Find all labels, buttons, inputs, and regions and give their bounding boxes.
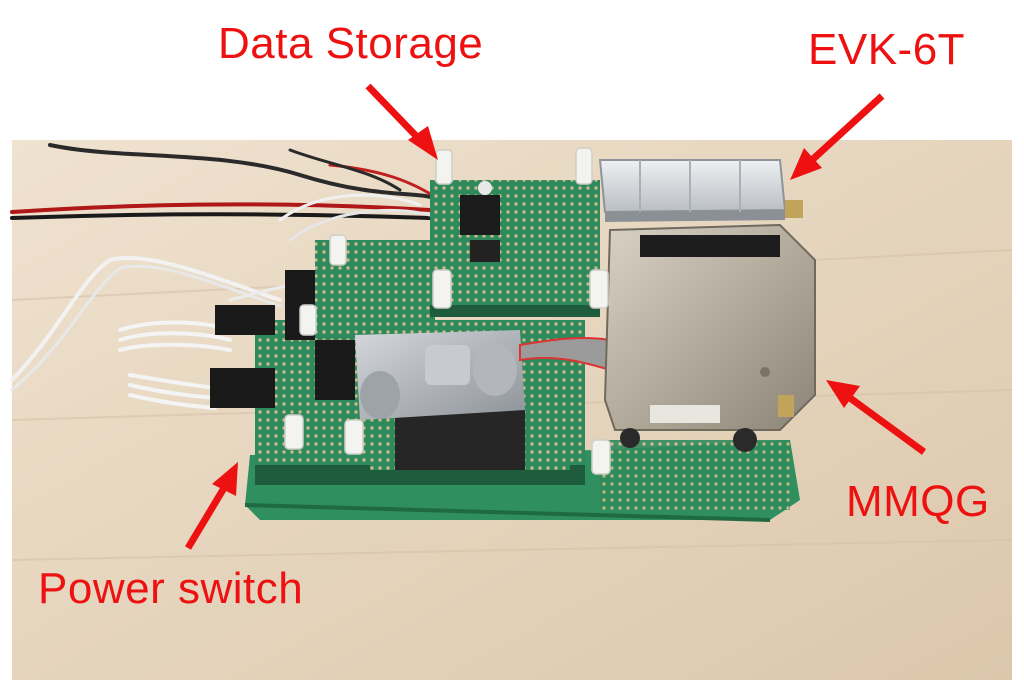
arrow-power-switch — [184, 462, 238, 550]
header-connectors — [210, 270, 525, 470]
serial-connector — [355, 330, 525, 420]
arrow-data-storage — [365, 83, 438, 160]
label-mmqg: MMQG — [846, 477, 990, 526]
annotation-arrows — [184, 83, 927, 550]
arrow-evk — [790, 93, 885, 180]
arrow-mmqg — [826, 380, 927, 455]
evk-module — [598, 159, 803, 222]
standoffs — [284, 147, 611, 475]
data-storage-board — [430, 180, 600, 317]
label-evk-6t: EVK-6T — [808, 25, 966, 74]
label-power-switch: Power switch — [38, 564, 304, 613]
label-data-storage: Data Storage — [218, 19, 484, 68]
mmqg-module — [603, 223, 816, 452]
